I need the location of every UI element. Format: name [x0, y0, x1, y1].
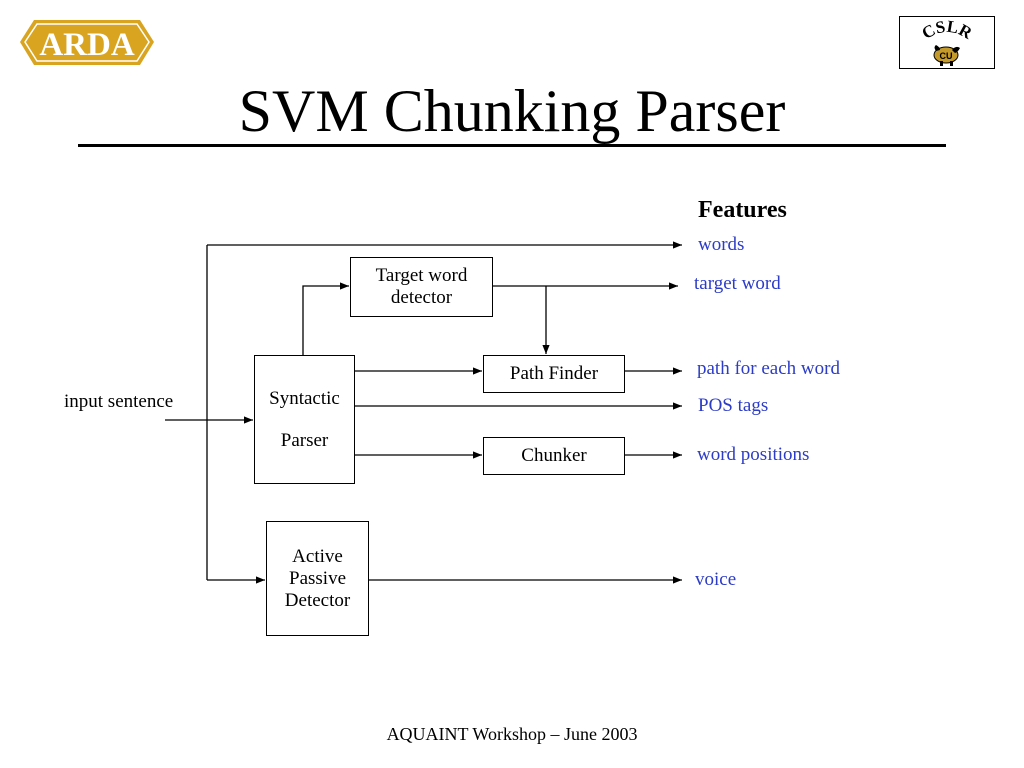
- arda-logo-text: ARDA: [39, 27, 134, 63]
- feature-voice: voice: [695, 569, 737, 590]
- feature-target-word: target word: [694, 273, 781, 294]
- box-label-line: detector: [390, 287, 453, 308]
- box-label-line: Syntactic: [269, 387, 340, 409]
- edge-parser-to-target-detector: [302, 282, 349, 355]
- box-label-line: Active: [292, 545, 343, 567]
- cslr-buffalo-icon: CSLR CU: [919, 17, 976, 66]
- features-heading: Features: [698, 197, 787, 223]
- title-underline: [78, 144, 946, 147]
- slide-footer: AQUAINT Workshop – June 2003: [386, 724, 638, 744]
- active-passive-detector-box: Active Passive Detector: [266, 521, 369, 636]
- svg-text:CU: CU: [940, 51, 953, 61]
- cslr-logo: CSLR CU: [899, 16, 995, 69]
- feature-words: words: [698, 234, 745, 255]
- slide-title: SVM Chunking Parser: [238, 78, 786, 144]
- box-label-line: Parser: [280, 429, 329, 451]
- feature-word-positions: word positions: [697, 444, 810, 465]
- feature-pos-tags: POS tags: [698, 395, 769, 416]
- path-finder-box: Path Finder: [483, 355, 625, 393]
- box-label-line: Path Finder: [509, 363, 599, 384]
- input-sentence-label: input sentence: [64, 391, 174, 412]
- box-label-line: Detector: [284, 589, 351, 611]
- feature-path-for-each-word: path for each word: [697, 358, 840, 379]
- box-label-line: Chunker: [521, 445, 587, 466]
- target-word-detector-box: Target word detector: [350, 257, 493, 317]
- syntactic-parser-box: Syntactic Parser: [254, 355, 355, 484]
- chunker-box: Chunker: [483, 437, 625, 475]
- box-label-line: Passive: [289, 567, 346, 589]
- arda-logo-icon: ARDA: [20, 20, 154, 65]
- box-label-line: Target word: [375, 265, 468, 286]
